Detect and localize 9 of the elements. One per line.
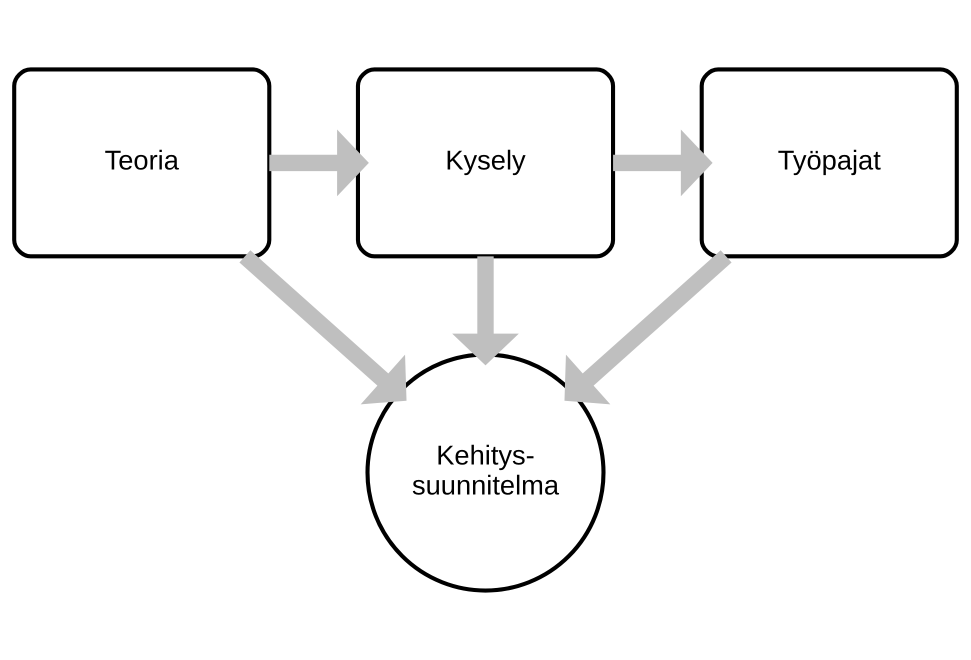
arrow — [564, 250, 732, 404]
node-box: Teoria — [12, 67, 272, 258]
arrow — [269, 130, 369, 196]
node-box: Työpajat — [700, 67, 959, 258]
arrow — [452, 256, 519, 366]
node-circle: Kehitys- suunnitelma — [365, 352, 606, 593]
node-box: Kysely — [356, 67, 616, 258]
arrow — [613, 130, 713, 196]
arrow — [239, 250, 407, 404]
